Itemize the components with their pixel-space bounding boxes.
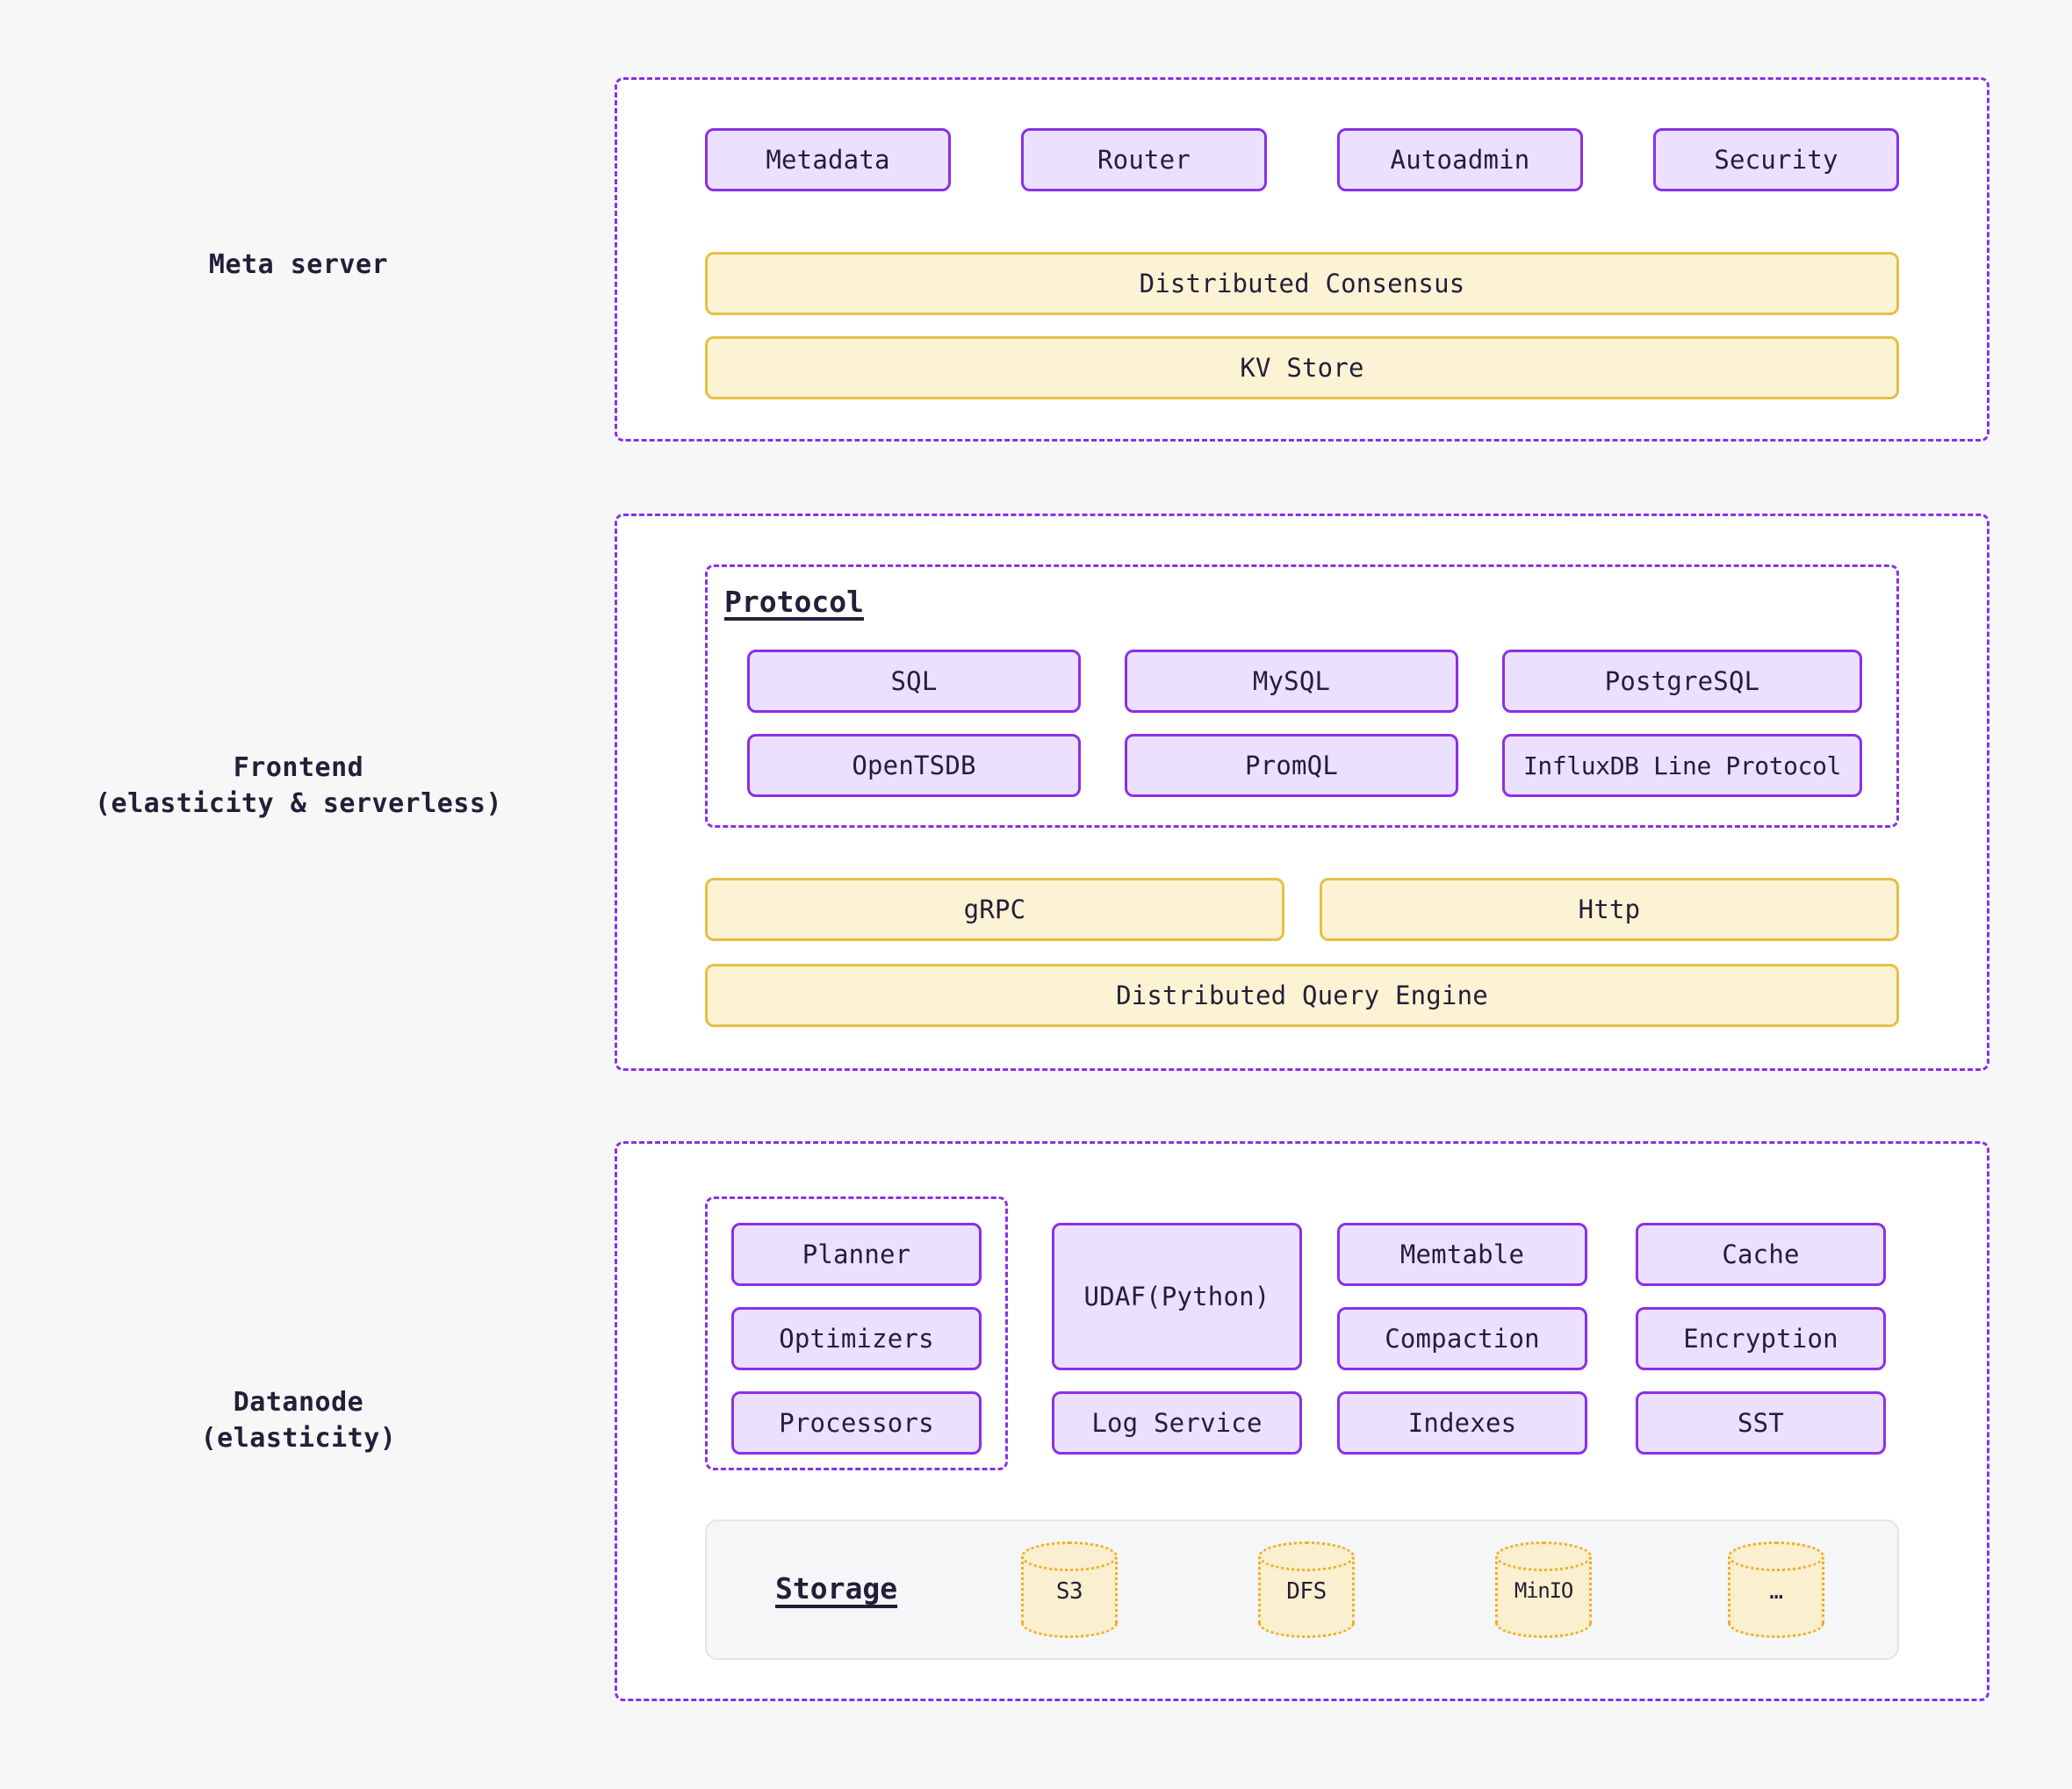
section-label-meta-server: Meta server bbox=[208, 249, 389, 280]
node-label: Distributed Consensus bbox=[1139, 269, 1465, 298]
datanode-zone: Planner Optimizers Processors UDAF(Pytho… bbox=[615, 1141, 1989, 1701]
node-label: Distributed Query Engine bbox=[1116, 981, 1488, 1010]
node-distributed-consensus[interactable]: Distributed Consensus bbox=[705, 252, 1899, 315]
node-label: Cache bbox=[1722, 1239, 1800, 1269]
node-compaction[interactable]: Compaction bbox=[1337, 1307, 1587, 1370]
protocol-group bbox=[705, 564, 1899, 828]
node-label: Processors bbox=[779, 1408, 934, 1438]
node-label: OpenTSDB bbox=[852, 751, 976, 780]
node-mysql[interactable]: MySQL bbox=[1125, 650, 1458, 713]
node-indexes[interactable]: Indexes bbox=[1337, 1391, 1587, 1455]
node-label: Autoadmin bbox=[1390, 145, 1530, 175]
query-pipeline-group bbox=[705, 1196, 1008, 1470]
cylinder-top bbox=[1495, 1541, 1592, 1571]
node-label: Encryption bbox=[1683, 1324, 1838, 1354]
node-opentsdb[interactable]: OpenTSDB bbox=[747, 734, 1081, 797]
node-label: Metadata bbox=[766, 145, 890, 175]
node-optimizers[interactable]: Optimizers bbox=[731, 1307, 982, 1370]
node-planner[interactable]: Planner bbox=[731, 1223, 982, 1286]
node-label: gRPC bbox=[963, 894, 1026, 924]
node-autoadmin[interactable]: Autoadmin bbox=[1337, 128, 1583, 191]
node-postgresql[interactable]: PostgreSQL bbox=[1502, 650, 1862, 713]
node-grpc[interactable]: gRPC bbox=[705, 878, 1284, 941]
cylinder-label: S3 bbox=[1055, 1578, 1083, 1605]
node-kv-store[interactable]: KV Store bbox=[705, 336, 1899, 399]
node-label: Log Service bbox=[1091, 1408, 1263, 1438]
storage-cylinder-dfs[interactable]: DFS bbox=[1258, 1541, 1355, 1638]
cylinder-label: … bbox=[1769, 1578, 1783, 1605]
node-label: UDAF(Python) bbox=[1083, 1282, 1270, 1311]
node-label: Memtable bbox=[1399, 1239, 1525, 1269]
node-udaf-python[interactable]: UDAF(Python) bbox=[1052, 1223, 1302, 1370]
meta-server-zone: Metadata Router Autoadmin Security Distr… bbox=[615, 77, 1989, 442]
cylinder-label: DFS bbox=[1286, 1578, 1327, 1605]
node-label: Planner bbox=[802, 1239, 911, 1269]
node-label: InfluxDB Line Protocol bbox=[1522, 751, 1842, 780]
node-promql[interactable]: PromQL bbox=[1125, 734, 1458, 797]
cylinder-label: MinIO bbox=[1514, 1578, 1573, 1603]
node-label: SQL bbox=[890, 666, 938, 696]
storage-title: Storage bbox=[775, 1571, 898, 1606]
section-label-datanode: Datanode (elasticity) bbox=[200, 1387, 397, 1454]
node-label: KV Store bbox=[1240, 353, 1364, 383]
node-label: Http bbox=[1578, 894, 1641, 924]
storage-cylinder-other[interactable]: … bbox=[1728, 1541, 1824, 1638]
node-label: Optimizers bbox=[779, 1324, 934, 1354]
node-label: Indexes bbox=[1407, 1408, 1517, 1438]
node-encryption[interactable]: Encryption bbox=[1636, 1307, 1886, 1370]
node-label: MySQL bbox=[1252, 666, 1331, 696]
node-http[interactable]: Http bbox=[1320, 878, 1899, 941]
cylinder-top bbox=[1258, 1541, 1355, 1571]
node-label: Compaction bbox=[1385, 1324, 1540, 1354]
node-sql[interactable]: SQL bbox=[747, 650, 1081, 713]
section-label-frontend: Frontend (elasticity & serverless) bbox=[94, 752, 503, 819]
node-label: Security bbox=[1714, 145, 1838, 175]
node-memtable[interactable]: Memtable bbox=[1337, 1223, 1587, 1286]
storage-cylinder-minio[interactable]: MinIO bbox=[1495, 1541, 1592, 1638]
cylinder-top bbox=[1728, 1541, 1824, 1571]
node-label: SST bbox=[1737, 1408, 1784, 1438]
node-label: PromQL bbox=[1245, 751, 1338, 780]
node-distributed-query-engine[interactable]: Distributed Query Engine bbox=[705, 964, 1899, 1027]
node-influxdb-line-protocol[interactable]: InfluxDB Line Protocol bbox=[1502, 734, 1862, 797]
node-router[interactable]: Router bbox=[1021, 128, 1267, 191]
cylinder-top bbox=[1021, 1541, 1118, 1571]
node-processors[interactable]: Processors bbox=[731, 1391, 982, 1455]
protocol-group-title: Protocol bbox=[724, 585, 864, 619]
node-metadata[interactable]: Metadata bbox=[705, 128, 951, 191]
node-label: PostgreSQL bbox=[1604, 666, 1760, 696]
node-label: Router bbox=[1097, 145, 1191, 175]
node-log-service[interactable]: Log Service bbox=[1052, 1391, 1302, 1455]
node-security[interactable]: Security bbox=[1653, 128, 1899, 191]
node-cache[interactable]: Cache bbox=[1636, 1223, 1886, 1286]
frontend-zone: Protocol SQL MySQL PostgreSQL OpenTSDB P… bbox=[615, 514, 1989, 1071]
storage-cylinder-s3[interactable]: S3 bbox=[1021, 1541, 1118, 1638]
node-sst[interactable]: SST bbox=[1636, 1391, 1886, 1455]
